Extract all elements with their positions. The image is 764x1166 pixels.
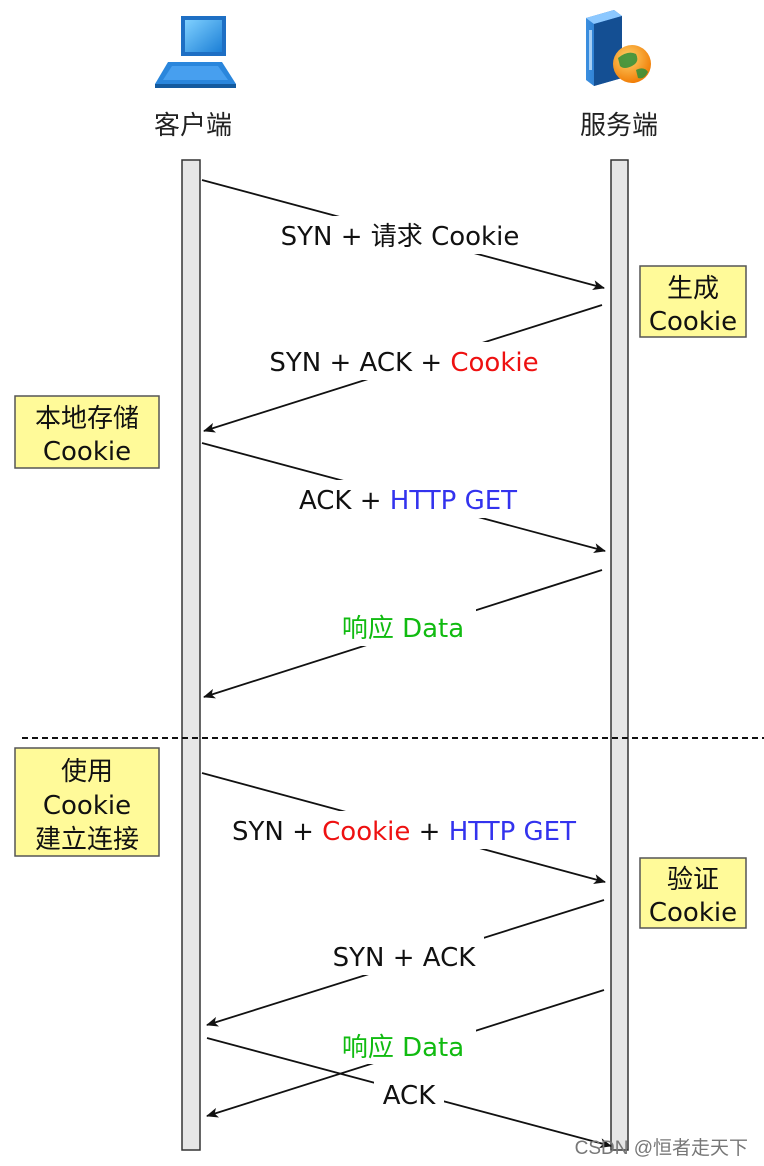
- watermark: CSDN @恒者走天下: [575, 1137, 748, 1159]
- svg-text:ACK: ACK: [383, 1081, 436, 1111]
- server-label: 服务端: [580, 111, 658, 141]
- note-use-line2: Cookie: [43, 791, 131, 821]
- note-use-line1: 使用: [61, 757, 113, 787]
- svg-text:SYN + 请求 Cookie: SYN + 请求 Cookie: [281, 222, 520, 252]
- msg5-part3: +: [410, 817, 448, 847]
- msg5-part1: SYN +: [232, 817, 322, 847]
- msg-label-2: SYN + ACK + Cookie: [266, 342, 542, 380]
- msg5-part2: Cookie: [322, 817, 410, 847]
- msg-label-1: SYN + 请求 Cookie: [272, 216, 530, 254]
- svg-text:响应 Data: 响应 Data: [342, 614, 464, 644]
- note-generate-line2: Cookie: [649, 307, 737, 337]
- note-store-cookie: 本地存储 Cookie: [14, 395, 160, 469]
- server-lifeline: [610, 159, 629, 1151]
- svg-text:SYN + ACK + Cookie: SYN + ACK + Cookie: [269, 348, 538, 378]
- note-store-line2: Cookie: [43, 437, 131, 467]
- msg1-part1: SYN + 请求 Cookie: [281, 222, 520, 252]
- note-verify-line1: 验证: [667, 865, 719, 895]
- msg8-part1: ACK: [383, 1081, 436, 1111]
- note-use-line3: 建立连接: [35, 825, 139, 855]
- svg-text:SYN + ACK: SYN + ACK: [333, 943, 477, 973]
- msg4-part1: 响应 Data: [342, 614, 464, 644]
- msg2-part2: Cookie: [450, 348, 538, 378]
- msg-label-3: ACK + HTTP GET: [288, 480, 530, 518]
- msg2-part1: SYN + ACK +: [269, 348, 450, 378]
- note-generate-line1: 生成: [667, 274, 719, 304]
- note-verify-line2: Cookie: [649, 898, 737, 928]
- msg-label-8: ACK: [374, 1078, 444, 1112]
- msg5-part4: HTTP GET: [449, 817, 576, 847]
- msg-label-7: 响应 Data: [330, 1028, 476, 1064]
- client-lifeline: [181, 159, 201, 1151]
- laptop-icon: [155, 16, 236, 88]
- svg-text:响应 Data: 响应 Data: [342, 1033, 464, 1063]
- msg3-part1: ACK +: [299, 486, 390, 516]
- msg3-part2: HTTP GET: [390, 486, 517, 516]
- msg-label-5: SYN + Cookie + HTTP GET: [222, 811, 586, 849]
- msg7-part1: 响应 Data: [342, 1033, 464, 1063]
- note-verify-cookie: 验证 Cookie: [639, 857, 747, 929]
- note-use-cookie: 使用 Cookie 建立连接: [14, 747, 160, 857]
- note-store-line1: 本地存储: [35, 404, 139, 434]
- msg6-part1: SYN + ACK: [333, 943, 477, 973]
- msg-label-4: 响应 Data: [330, 608, 476, 646]
- svg-text:ACK + HTTP GET: ACK + HTTP GET: [299, 486, 517, 516]
- note-generate-cookie: 生成 Cookie: [639, 265, 747, 338]
- server-globe-icon: [586, 10, 651, 86]
- svg-text:SYN + Cookie + HTTP GET: SYN + Cookie + HTTP GET: [232, 817, 576, 847]
- client-label: 客户端: [154, 111, 232, 141]
- msg-label-6: SYN + ACK: [324, 937, 484, 975]
